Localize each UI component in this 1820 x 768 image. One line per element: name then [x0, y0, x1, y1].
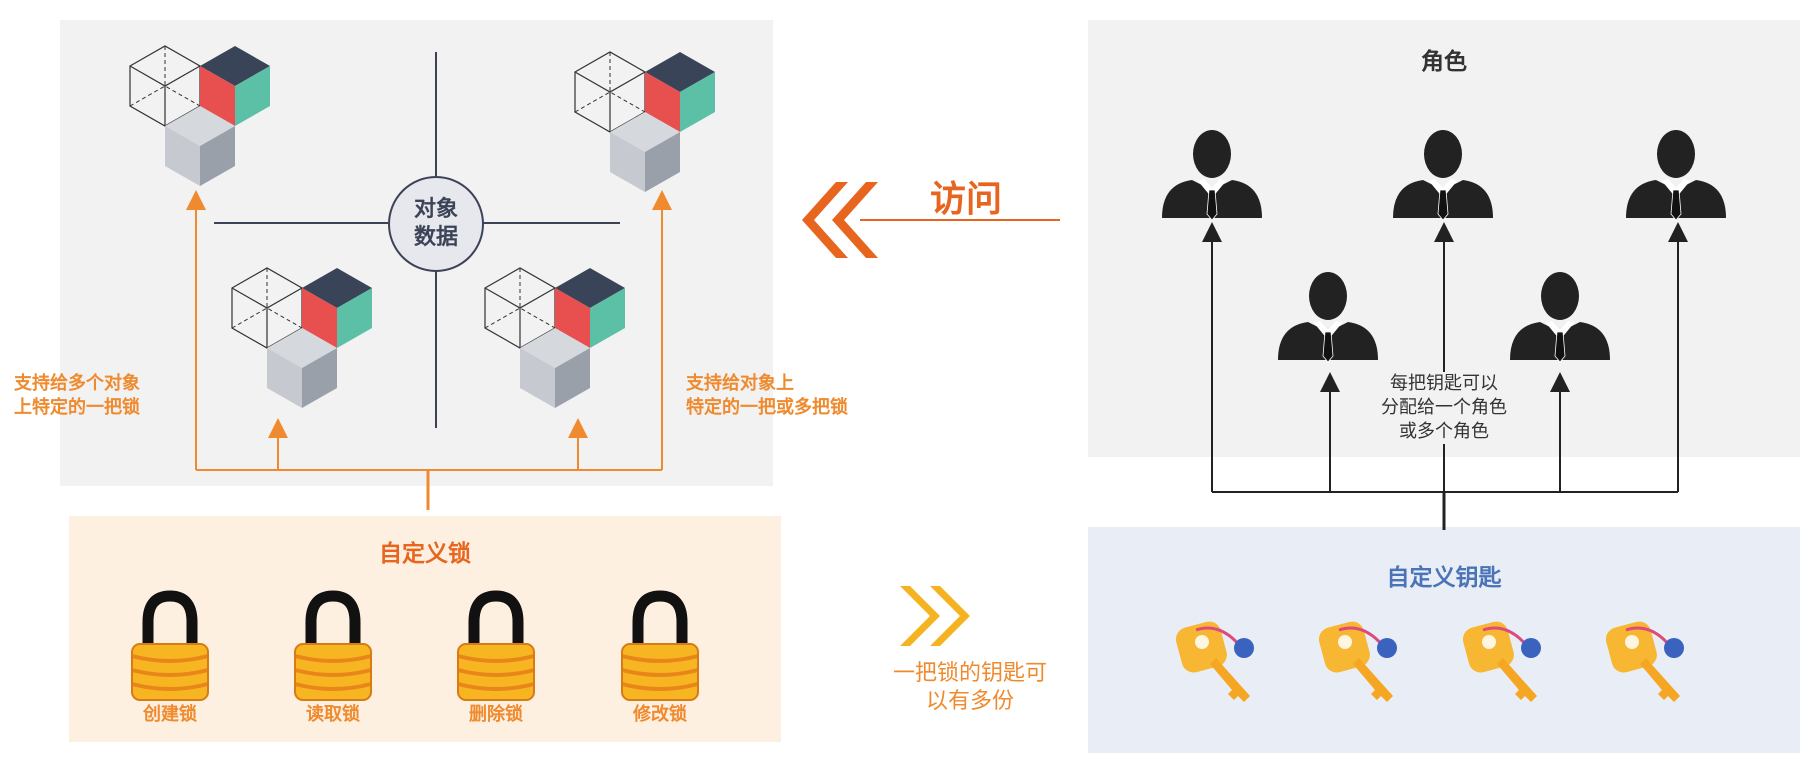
lock-label-modify: 修改锁 — [633, 704, 687, 725]
right-note-line2: 特定的一把或多把锁 — [686, 397, 848, 418]
role-assignment-note: 每把钥匙可以 分配给一个角色 或多个角色 — [1364, 372, 1524, 444]
object-data-label-2: 数据 — [413, 225, 458, 250]
roles-title: 角色 — [1421, 49, 1467, 75]
custom-locks-title: 自定义锁 — [379, 541, 471, 567]
left-note-line1: 支持给多个对象 — [14, 373, 140, 394]
left-note: 支持给多个对象 上特定的一把锁 — [14, 372, 140, 420]
key-copies-note: 一把锁的钥匙可 以有多份 — [840, 660, 1100, 716]
right-note: 支持给对象上 特定的一把或多把锁 — [686, 372, 848, 420]
role-note-line2: 分配给一个角色 — [1381, 397, 1507, 418]
lock-label-create: 创建锁 — [143, 704, 197, 725]
role-note-line3: 或多个角色 — [1399, 421, 1489, 442]
left-note-line2: 上特定的一把锁 — [14, 397, 140, 418]
object-data-node: 对象 数据 — [388, 176, 484, 272]
custom-keys-title: 自定义钥匙 — [1386, 565, 1502, 591]
right-note-line1: 支持给对象上 — [686, 373, 794, 394]
key-note-line1: 一把锁的钥匙可 — [892, 661, 1047, 686]
key-note-line2: 以有多份 — [925, 689, 1014, 714]
lock-label-delete: 删除锁 — [469, 704, 523, 725]
object-data-label-1: 对象 — [413, 197, 458, 222]
access-label: 访问 — [930, 179, 1003, 220]
lock-label-read: 读取锁 — [306, 704, 360, 725]
role-note-line1: 每把钥匙可以 — [1390, 373, 1498, 394]
